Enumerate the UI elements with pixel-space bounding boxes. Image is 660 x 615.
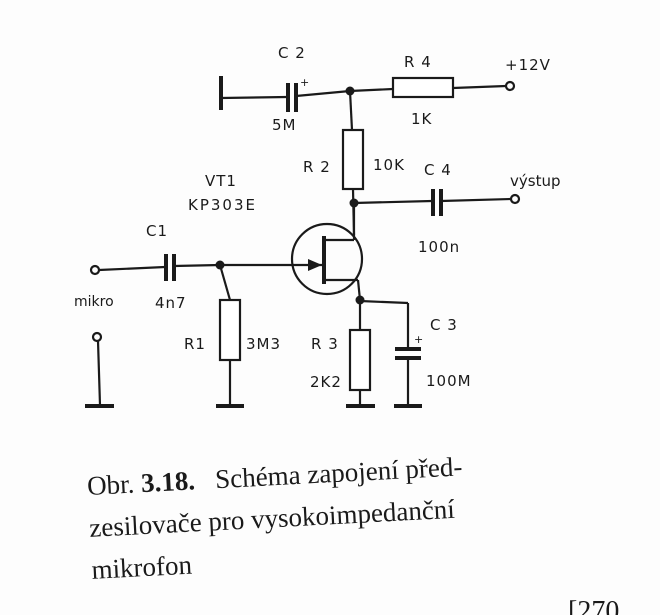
c4-capacitor bbox=[353, 189, 512, 216]
r3-resistor bbox=[346, 300, 375, 408]
output-terminal bbox=[509, 193, 521, 205]
r3-value: 2K2 bbox=[310, 373, 342, 391]
r4-resistor bbox=[349, 76, 507, 99]
vt1-label: VT1 bbox=[205, 172, 237, 190]
c2-capacitor bbox=[219, 76, 351, 112]
r1-resistor bbox=[216, 264, 244, 408]
c3-polarity: + bbox=[414, 333, 424, 346]
input-label: mikro bbox=[74, 294, 114, 310]
figure-caption: Obr. 3.18. Schéma zapojení před- zesilov… bbox=[86, 445, 468, 590]
c2-polarity: + bbox=[300, 76, 310, 89]
page-number-fragment: [270 bbox=[568, 596, 620, 615]
r2-label: R 2 bbox=[303, 158, 331, 176]
c1-value: 4n7 bbox=[155, 294, 187, 312]
caption-line-1: Schéma zapojení před- bbox=[214, 451, 464, 495]
c3-value: 100M bbox=[426, 372, 472, 390]
vt1-type: KP303E bbox=[188, 196, 257, 214]
r4-label: R 4 bbox=[404, 53, 432, 71]
c4-label: C 4 bbox=[424, 161, 452, 179]
c2-label: C 2 bbox=[278, 44, 306, 62]
output-label: výstup bbox=[510, 172, 560, 190]
c2-value: 5M bbox=[272, 116, 297, 134]
c1-capacitor bbox=[98, 254, 221, 281]
ground-wire bbox=[96, 340, 102, 406]
ground-terminal bbox=[91, 331, 103, 343]
r4-value: 1K bbox=[411, 110, 433, 128]
caption-prefix: Obr. bbox=[86, 468, 136, 501]
jfet-transistor bbox=[220, 203, 364, 301]
r1-label: R1 bbox=[184, 335, 206, 353]
r1-value: 3M3 bbox=[246, 335, 281, 353]
supply-label: +12V bbox=[505, 56, 551, 74]
r2-value: 10K bbox=[373, 156, 405, 174]
c3-label: C 3 bbox=[430, 316, 458, 334]
c4-value: 100n bbox=[418, 238, 460, 256]
supply-terminal bbox=[504, 80, 516, 92]
c1-label: C1 bbox=[146, 222, 168, 240]
figure-number: 3.18. bbox=[140, 465, 196, 499]
input-terminal bbox=[89, 264, 101, 276]
c3-capacitor bbox=[359, 299, 422, 408]
r3-label: R 3 bbox=[311, 335, 339, 353]
